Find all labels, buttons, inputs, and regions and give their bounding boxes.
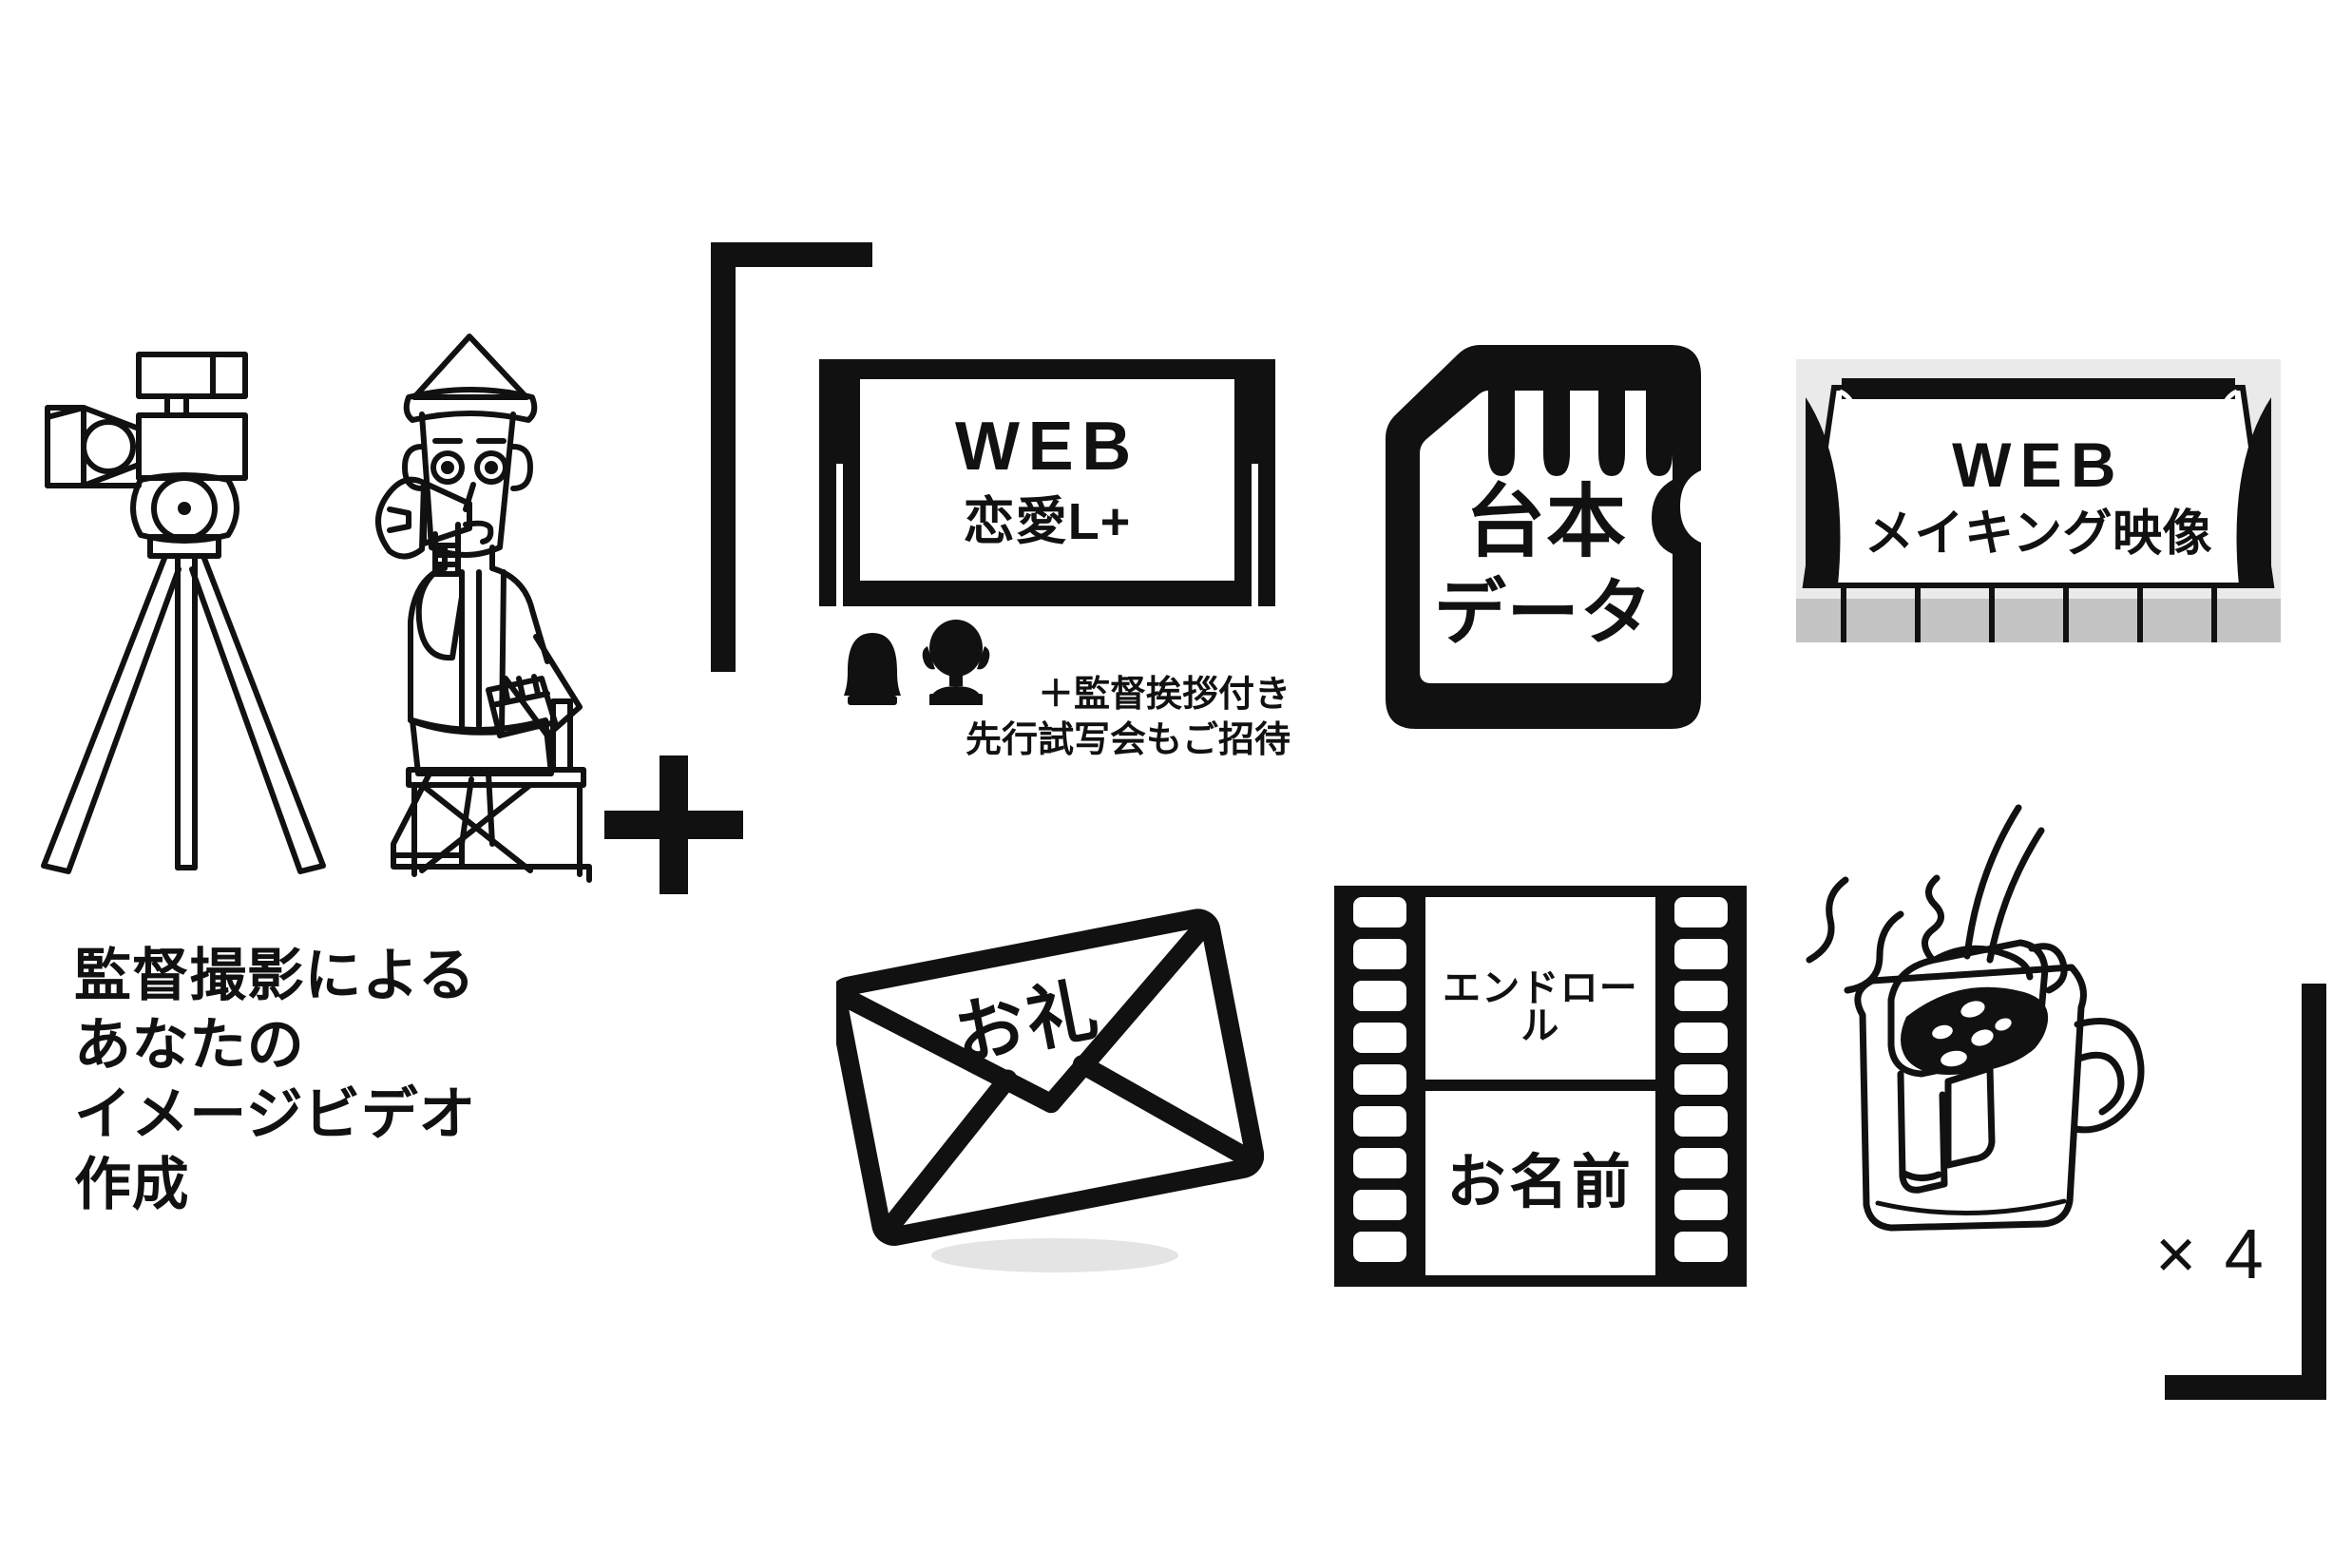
sd-card-line2: データ (1433, 573, 1654, 654)
screen-stand-slit-left (836, 464, 843, 606)
sd-card-line1: 台本 (1465, 477, 1627, 566)
left-caption-text: 監督撮影による あなたの イメージビデオ 作成 (74, 944, 476, 1216)
top-left-corner-bracket (711, 242, 872, 672)
plus-operator-icon (604, 755, 743, 894)
short-hair-person-silhouette (918, 618, 994, 707)
web-screen-title: WEB (955, 409, 1139, 485)
thank-you-envelope-icon: お礼 (828, 908, 1265, 1278)
film-strip-icon: エンドロール お名前 (1334, 886, 1747, 1287)
cinema-screen-title: WEB (1952, 430, 2125, 500)
screen-inner: WEB 恋愛L+ (855, 374, 1239, 585)
coffee-mug-with-drip-bag-icon (1787, 789, 2186, 1235)
director-with-megaphone-on-chair-icon (302, 323, 616, 893)
web-screening-screen-icon: WEB 恋愛L+ (819, 359, 1275, 606)
film-cell-top: エンドロール (1425, 897, 1655, 1080)
cinema-screen-subtitle: メイキング映像 (1864, 507, 2213, 562)
sd-card-icon: 台本 データ (1376, 337, 1709, 736)
movie-camera-on-tripod-icon (27, 337, 340, 889)
bottom-right-corner-bracket (2165, 984, 2326, 1400)
web-screen-subtitle: 恋愛L+ (963, 493, 1132, 550)
long-hair-person-silhouette (840, 629, 905, 707)
mug-quantity-label: × 4 (2155, 1214, 2268, 1293)
film-cell-top-label: エンドロール (1443, 967, 1638, 1047)
web-screening-note: ＋監督挨拶付き 先行試写会もご招待 (965, 675, 1291, 760)
film-cell-bottom-label: お名前 (1446, 1150, 1635, 1215)
cinema-screen-icon: WEB メイキング映像 (1796, 359, 2281, 663)
screen-stand-slit-right (1252, 464, 1258, 606)
film-cell-bottom: お名前 (1425, 1091, 1655, 1275)
